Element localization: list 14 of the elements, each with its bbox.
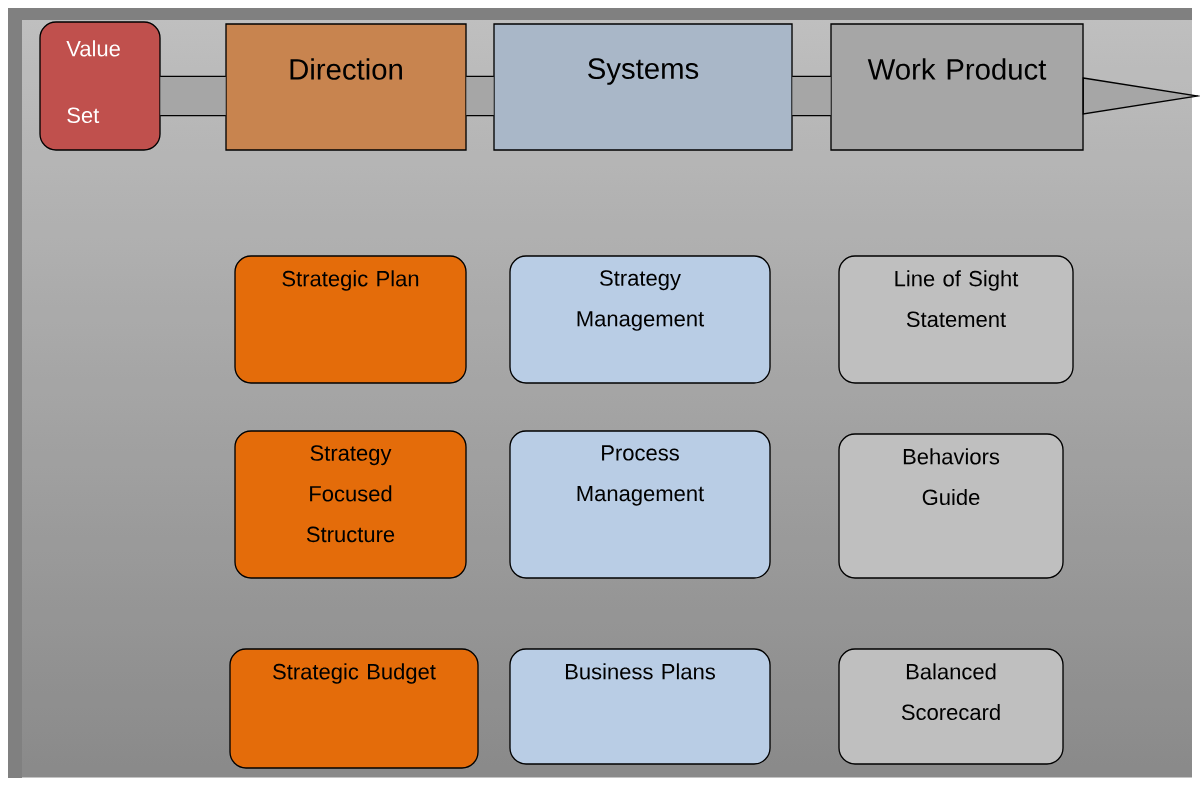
column-header-box: Work Product xyxy=(830,23,1084,151)
rounded-box: Strategy Focused Structure xyxy=(234,430,467,579)
rounded-box: Behaviors Guide xyxy=(838,433,1064,579)
rounded-box: Strategic Budget xyxy=(229,648,479,769)
column-header-box: Systems xyxy=(493,23,793,151)
column-header-box: Direction xyxy=(225,23,467,151)
rounded-box: Line of Sight Statement xyxy=(838,255,1074,384)
band-arrow xyxy=(1082,77,1200,115)
rounded-box: Process Management xyxy=(509,430,771,579)
rounded-box: Business Plans xyxy=(509,648,771,765)
value-box: Value Set xyxy=(39,21,161,151)
rounded-box: Strategic Plan xyxy=(234,255,467,384)
rounded-box: Strategy Management xyxy=(509,255,771,384)
rounded-box: Balanced Scorecard xyxy=(838,648,1064,765)
